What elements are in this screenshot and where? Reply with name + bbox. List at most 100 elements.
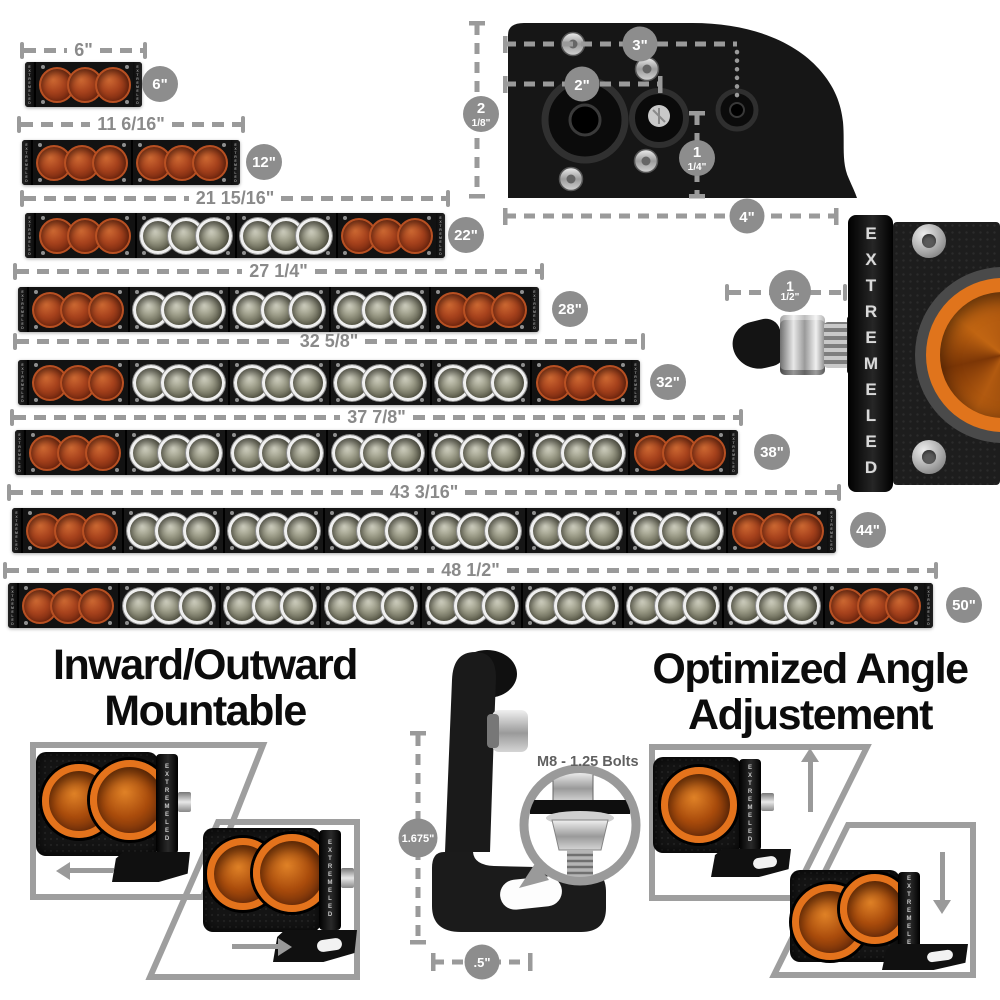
connector-stub: [341, 868, 354, 888]
size-badge-50in: 50": [946, 587, 982, 623]
white-led-segment: [328, 287, 430, 332]
feature-mounting-title-2: Mountable: [104, 687, 307, 735]
amber-lens: [689, 434, 726, 471]
amber-lens: [95, 217, 132, 254]
amber-lens: [787, 512, 824, 549]
amber-led-segment: [823, 583, 925, 628]
bar-endcap: EXTREMELED: [631, 360, 641, 405]
dim-label-6in: 6": [74, 39, 93, 60]
white-lens: [384, 512, 421, 549]
white-led-segment: [420, 583, 521, 628]
arrow-left-head: [56, 862, 70, 880]
brand-vertical-text: EXTREMELED: [233, 142, 238, 183]
brand-vertical-text: EXTREMELED: [633, 362, 638, 403]
white-lens: [331, 434, 368, 471]
brand-strip: EXTREMELED: [848, 215, 893, 492]
white-lens: [425, 587, 462, 624]
white-led-segment: [326, 430, 427, 475]
light-angle-down-photo: EXTREMELED: [790, 858, 970, 973]
feature-mounting-title-1: Inward/Outward: [53, 641, 358, 689]
bracket-body: [508, 23, 857, 198]
bolt-head: [492, 710, 528, 752]
white-lens: [186, 434, 223, 471]
amber-lens: [396, 217, 433, 254]
white-led-segment: [121, 508, 223, 553]
white-lens: [279, 587, 316, 624]
white-lens: [491, 364, 528, 401]
dim-line-6in: 6": [20, 39, 148, 60]
brand-vertical-text: EXTREMELED: [20, 289, 25, 330]
dim-label-44in: 43 3/16": [389, 481, 459, 502]
amber-led-segment: [335, 213, 436, 258]
white-led-segment: [426, 430, 528, 475]
light-inward-photo: EXTREMELED: [203, 822, 360, 972]
dim-height-whole: 2: [477, 100, 485, 117]
white-led-segment: [429, 360, 531, 405]
white-lens: [387, 434, 424, 471]
light-outward-photo: EXTREMELED: [36, 752, 192, 884]
white-lens: [582, 587, 619, 624]
bar-endcap: EXTREMELED: [22, 140, 31, 185]
white-lens: [783, 587, 820, 624]
brand-vertical-text: EXTREMELED: [731, 432, 736, 473]
arrow-up-head: [801, 748, 819, 762]
size-badge-44in: 44": [850, 512, 886, 548]
lightbar-22in: EXTREMELED EXTREMELED: [25, 213, 445, 258]
white-lens: [586, 512, 623, 549]
amber-led-segment: [726, 508, 827, 553]
amber-led-segment: [429, 287, 530, 332]
white-led-segment: [124, 430, 226, 475]
clearance-fraction: 1/2": [780, 292, 800, 303]
dim-line-28in: 27 1/4": [13, 261, 544, 281]
arrow-down-head: [933, 900, 951, 914]
white-lens: [588, 434, 625, 471]
white-led-segment: [228, 360, 330, 405]
side-connector-photo: 1 1/2" EXTREMELED: [725, 205, 1000, 500]
size-badge-38in: 38": [754, 434, 790, 470]
white-led-segment: [323, 508, 424, 553]
dim-label-32in: 32 5/8": [299, 330, 359, 351]
dim-line-22in: 21 15/16": [20, 188, 451, 208]
brand-vertical-text: EXTREMELED: [532, 289, 537, 330]
connector-stub: [178, 792, 191, 812]
white-lens: [627, 587, 664, 624]
amber-led-segment: [31, 140, 131, 185]
bar-endcap: EXTREMELED: [8, 583, 17, 628]
white-lens: [686, 512, 723, 549]
white-led-segment: [127, 360, 229, 405]
mount-foot: [112, 852, 190, 882]
dim-line-38in: 37 7/8": [10, 407, 743, 427]
bar-endcap: EXTREMELED: [15, 430, 24, 475]
white-led-segment: [524, 508, 626, 553]
white-lens: [127, 512, 164, 549]
dim-line-44in: 43 3/16": [7, 482, 841, 502]
brand-vertical-text: EXTREMELED: [27, 64, 32, 105]
arrow-right-head: [278, 938, 292, 956]
bar-endcap: EXTREMELED: [25, 62, 34, 107]
amber-lens: [88, 364, 125, 401]
white-lens: [286, 434, 323, 471]
bar-endcap: EXTREMELED: [436, 213, 445, 258]
amber-lens: [661, 767, 737, 843]
amber-lens: [828, 587, 865, 624]
brand-vertical-text: EXTREMELED: [327, 840, 333, 920]
lightbar-38in: EXTREMELED EXTREMELED: [15, 430, 739, 475]
lightbar-28in: EXTREMELED EXTREMELED: [18, 287, 539, 332]
dim-label-28in: 27 1/4": [249, 260, 308, 281]
white-led-segment: [329, 360, 430, 405]
white-lens: [390, 364, 427, 401]
dim-bracket-width: .5": [473, 955, 490, 970]
bar-endcap: EXTREMELED: [25, 213, 34, 258]
amber-lens: [490, 291, 527, 328]
amber-lens: [60, 291, 97, 328]
bar-endcap: EXTREMELED: [827, 508, 836, 553]
white-led-segment: [520, 583, 622, 628]
white-led-segment: [117, 583, 219, 628]
bar-endcap: EXTREMELED: [18, 287, 27, 332]
bar-endcap: EXTREMELED: [12, 508, 21, 553]
white-lens: [251, 587, 288, 624]
white-lens: [390, 291, 427, 328]
dim-label-12in: 11 6/16": [97, 113, 165, 134]
